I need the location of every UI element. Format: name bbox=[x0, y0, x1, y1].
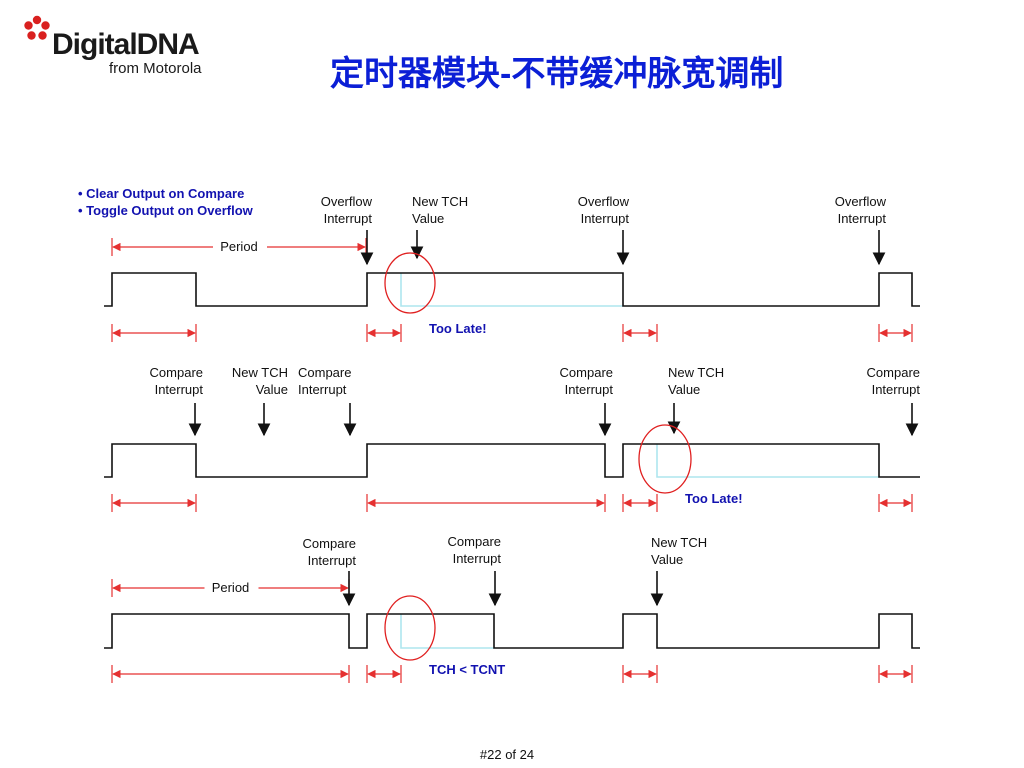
event-label-line: New TCH bbox=[668, 365, 724, 380]
event-label-line: Value bbox=[668, 382, 700, 397]
event-label-line: Compare bbox=[303, 536, 356, 551]
event-label: New TCH Value bbox=[412, 194, 468, 226]
event-label-line: Value bbox=[412, 211, 444, 226]
logo-brand: DigitalDNA bbox=[52, 28, 200, 61]
event-label-line: Compare bbox=[298, 365, 351, 380]
period-label: Period bbox=[220, 239, 258, 254]
page-number: #22 of 24 bbox=[480, 747, 534, 762]
event-label-line: Interrupt bbox=[565, 382, 614, 397]
pwm-signal bbox=[104, 272, 920, 307]
event-label-line: Compare bbox=[150, 365, 203, 380]
highlight-circle bbox=[384, 595, 436, 661]
warning-note: Too Late! bbox=[429, 321, 487, 336]
event-label-line: New TCH bbox=[651, 535, 707, 550]
highlight-circle bbox=[384, 252, 436, 314]
logo: DigitalDNA from Motorola bbox=[22, 14, 222, 80]
event-label-line: Interrupt bbox=[872, 382, 921, 397]
event-label-line: Overflow bbox=[578, 194, 630, 209]
bullet-item: • Clear Output on Compare bbox=[78, 186, 245, 201]
pwm-signal bbox=[104, 613, 920, 649]
event-label-line: Value bbox=[256, 382, 288, 397]
bullet-item: • Toggle Output on Overflow bbox=[78, 203, 253, 218]
ghost-signal bbox=[400, 273, 623, 307]
warning-note: Too Late! bbox=[685, 491, 743, 506]
event-label-line: Interrupt bbox=[308, 553, 357, 568]
event-label-line: New TCH bbox=[412, 194, 468, 209]
pwm-signal bbox=[104, 443, 920, 478]
bullet-list: • Clear Output on Compare • Toggle Outpu… bbox=[78, 185, 253, 219]
ghost-signal bbox=[400, 614, 494, 649]
event-label-line: New TCH bbox=[232, 365, 288, 380]
event-label-line: Interrupt bbox=[453, 551, 502, 566]
bullet-text: Toggle Output on Overflow bbox=[86, 203, 253, 218]
event-label-line: Compare bbox=[867, 365, 920, 380]
highlight-circle bbox=[638, 424, 692, 494]
warning-note: TCH < TCNT bbox=[429, 662, 505, 677]
logo-subtitle: from Motorola bbox=[109, 60, 202, 77]
event-label: New TCH Value bbox=[668, 365, 724, 397]
bullet-text: Clear Output on Compare bbox=[86, 186, 245, 201]
event-label-line: Interrupt bbox=[838, 211, 887, 226]
event-label: New TCH Value bbox=[651, 535, 707, 567]
event-label-line: Compare bbox=[560, 365, 613, 380]
event-label-line: Overflow bbox=[321, 194, 373, 209]
flower-icon bbox=[24, 15, 50, 40]
event-label-line: Overflow bbox=[835, 194, 887, 209]
event-label-line: Interrupt bbox=[581, 211, 630, 226]
event-label-line: Interrupt bbox=[155, 382, 204, 397]
event-label-line: Interrupt bbox=[324, 211, 373, 226]
event-label-line: Compare bbox=[448, 534, 501, 549]
slide-title: 定时器模块-不带缓冲脉宽调制 bbox=[330, 55, 784, 93]
event-label: New TCH Value bbox=[232, 365, 288, 397]
period-label: Period bbox=[212, 580, 250, 595]
event-label-line: Value bbox=[651, 552, 683, 567]
ghost-signal bbox=[656, 444, 879, 478]
event-label-line: Interrupt bbox=[298, 382, 347, 397]
